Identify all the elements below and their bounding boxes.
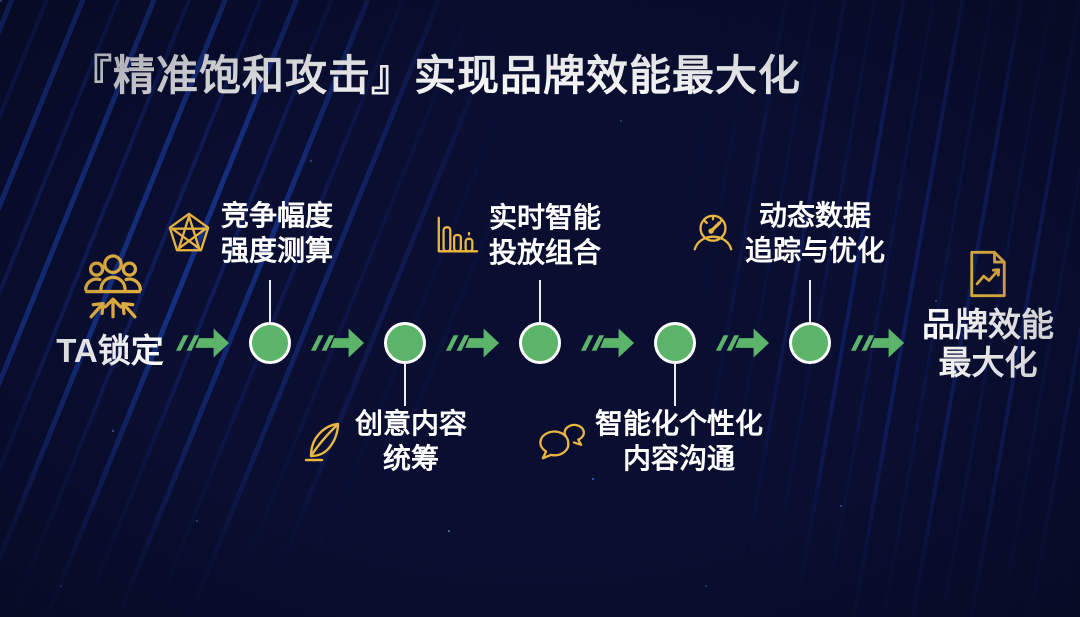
gauge-dashboard-icon (693, 214, 733, 251)
flow-node-circle (249, 322, 291, 364)
step-label-text: 创意内容 统筹 (355, 408, 468, 474)
flow-arrow-icon (445, 328, 500, 358)
audience-targeting-icon (84, 254, 142, 319)
radar-pentagon-icon (168, 212, 210, 252)
step-label-text: 实时智能 投放组合 (489, 202, 602, 268)
slide-title: 『精准饱和攻击』实现品牌效能最大化 (70, 52, 802, 99)
flow-arrow-icon (580, 328, 635, 358)
flow-arrow-icon (715, 328, 770, 358)
node-connector (404, 364, 406, 406)
start-node-label: TA锁定 (56, 332, 164, 369)
end-node-label: 品牌效能 最大化 (922, 306, 1054, 381)
step-label-communication: 智能化个性化 内容沟通 (536, 406, 763, 476)
node-connector (809, 280, 811, 322)
flow-node-circle (654, 322, 696, 364)
node-connector (674, 364, 676, 406)
step-label-text: 竞争幅度 强度测算 (221, 200, 334, 266)
step-label-text: 动态数据 追踪与优化 (745, 200, 886, 266)
node-connector (539, 280, 541, 322)
report-chart-icon (970, 250, 1006, 298)
flow-node-circle (789, 322, 831, 364)
step-label-realtime: 实时智能 投放组合 (434, 200, 601, 270)
quill-feather-icon (304, 422, 340, 462)
flow-node-circle (519, 322, 561, 364)
flow-arrow-icon (175, 328, 230, 358)
chat-bubbles-icon (539, 423, 585, 460)
node-connector (269, 280, 271, 322)
step-label-tracking: 动态数据 追踪与优化 (690, 198, 885, 268)
step-label-text: 智能化个性化 内容沟通 (595, 408, 764, 474)
flow-arrow-icon (310, 328, 365, 358)
step-label-creative: 创意内容 统筹 (298, 406, 467, 476)
bar-chart-icon (437, 216, 479, 253)
step-label-competition: 竞争幅度 强度测算 (166, 198, 333, 268)
flow-arrow-icon (850, 328, 905, 358)
flow-node-circle (384, 322, 426, 364)
